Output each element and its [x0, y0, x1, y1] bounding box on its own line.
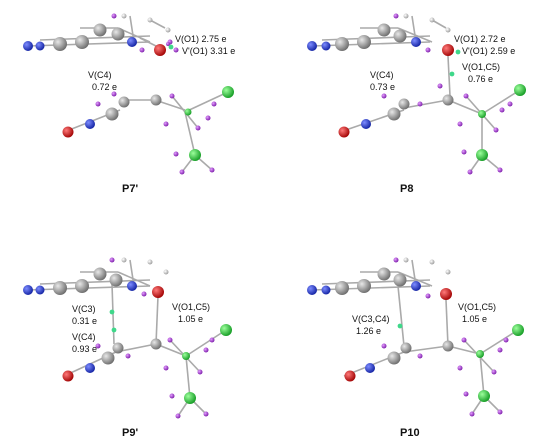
label-vc4-p9: V(C4)	[72, 332, 96, 342]
label-vpo1-p8: V'(O1) 2.59 e	[462, 46, 515, 56]
label-vo1-p8: V(O1) 2.72 e	[454, 34, 506, 44]
value-vc4-p9: 0.93 e	[72, 344, 97, 354]
panel-label-p7: P7'	[122, 183, 138, 195]
value-vc3c4-p10: 1.26 e	[356, 326, 381, 336]
atoms-p9	[23, 257, 232, 419]
atoms-p8	[307, 13, 526, 175]
label-vc3c4-p10: V(C3,C4)	[352, 314, 390, 324]
label-vo1c5-p9: V(O1,C5)	[172, 302, 210, 312]
label-vc3-p9: V(C3)	[72, 304, 96, 314]
attractor-c3-p9	[109, 309, 115, 315]
attractor-p7	[168, 44, 174, 50]
panel-p7: V(O1) 2.75 e V'(O1) 3.31 e V(C4) 0.72 e …	[23, 13, 235, 195]
value-vo1c5-p10: 1.05 e	[462, 314, 487, 324]
atoms-p7	[23, 13, 234, 175]
value-vo1c5-p8: 0.76 e	[468, 74, 493, 84]
label-vo1c5-p8: V(O1,C5)	[462, 62, 500, 72]
panel-label-p8: P8	[400, 183, 413, 195]
attractor-c4-p9	[111, 327, 117, 333]
panel-label-p9: P9'	[122, 427, 138, 439]
value-vc3-p9: 0.31 e	[72, 316, 97, 326]
label-vo1-p7: V(O1) 2.75 e	[175, 34, 227, 44]
panel-p10: V(C3,C4) 1.26 e V(O1,C5) 1.05 e P10	[307, 257, 524, 439]
panel-label-p10: P10	[400, 427, 420, 439]
value-vo1c5-p9: 1.05 e	[178, 314, 203, 324]
panel-p8: V(O1) 2.72 e V'(O1) 2.59 e V(O1,C5) 0.76…	[307, 13, 526, 195]
panel-p9: V(C3) 0.31 e V(C4) 0.93 e V(O1,C5) 1.05 …	[23, 257, 232, 439]
value-vc4-p7: 0.72 e	[92, 82, 117, 92]
attractor-c3c4-p10	[397, 323, 403, 329]
attractor-p8	[449, 71, 455, 77]
label-vpo1-p7: V'(O1) 3.31 e	[182, 46, 235, 56]
label-vo1c5-p10: V(O1,C5)	[458, 302, 496, 312]
label-vc4-p7: V(C4)	[88, 70, 112, 80]
atoms-p10	[307, 257, 524, 417]
label-vc4-p8: V(C4)	[370, 70, 394, 80]
value-vc4-p8: 0.73 e	[370, 82, 395, 92]
